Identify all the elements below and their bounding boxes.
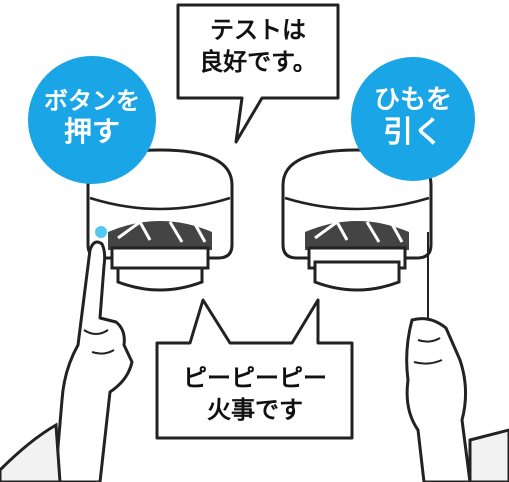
smoke-detector-left-icon [86, 148, 234, 292]
hand-pointing-icon [0, 240, 134, 482]
speech-bottom-line1: ピーピーピー [183, 364, 327, 392]
label-circle-left [28, 56, 156, 184]
speech-top-text: テストは 良好です。 [180, 14, 336, 79]
speech-top-line1: テストは [210, 16, 306, 44]
indicator-light-icon [95, 226, 107, 238]
right-label-line1: ひもを [373, 85, 452, 115]
right-label-text: ひもを 引く [355, 85, 471, 150]
left-label-line2: 押す [63, 114, 120, 148]
hand-pulling-string-icon [405, 232, 509, 482]
speech-bottom-line2: 火事です [207, 396, 303, 425]
speech-top-line2: 良好です。 [199, 48, 317, 77]
right-label-line2: 引く [383, 114, 443, 150]
label-circle-right [351, 57, 475, 181]
left-label-line1: ボタンを [44, 87, 140, 115]
speech-bubble-top-icon [176, 3, 340, 144]
speech-bottom-text: ピーピーピー 火事です [160, 362, 350, 427]
speech-bubble-bottom-icon [155, 298, 354, 440]
left-label-text: ボタンを 押す [32, 87, 152, 148]
